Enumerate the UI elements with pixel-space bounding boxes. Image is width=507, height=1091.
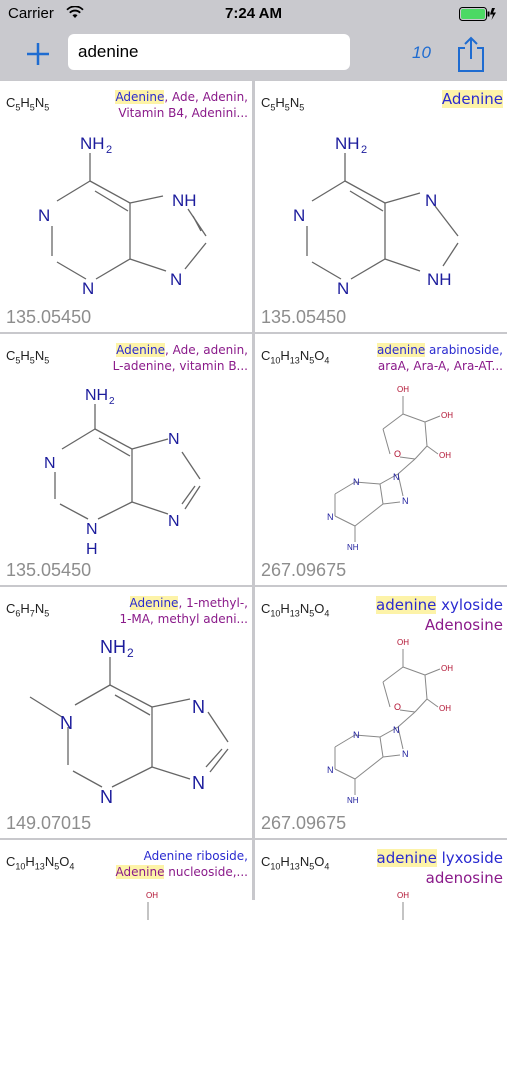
svg-text:N: N [353,730,360,740]
svg-text:N: N [168,513,180,530]
molecular-formula: C10H13N5O4 [6,854,75,872]
status-bar: Carrier 7:24 AM [0,0,507,28]
structure-drawing: OH O OH OH N N N N NH [327,385,453,552]
svg-text:OH: OH [397,638,409,647]
svg-text:2: 2 [361,144,367,156]
structure-drawing: NH 2 N N H N N [44,387,201,558]
svg-text:N: N [402,496,409,506]
svg-text:N: N [327,512,334,522]
exact-mass: 267.09675 [261,813,347,833]
svg-text:2: 2 [127,646,134,660]
exact-mass: 135.05450 [261,307,347,327]
clock: 7:24 AM [225,5,282,22]
svg-text:NH: NH [347,543,359,552]
svg-text:OH: OH [397,385,409,394]
structure-drawing: OH O OH OH N N N N NH [327,638,453,805]
structure-drawing: NH 2 N N N N [29,637,229,807]
results-grid: C5H5N5 Adenine, Ade, Adenin, Vitamin B4,… [0,80,507,1091]
result-cell[interactable]: C10H13N5O4 adenine arabinoside, araA, Ar… [255,334,507,585]
result-cell[interactable]: C5H5N5 Adenine, Ade, adenin, L-adenine, … [0,334,252,585]
svg-text:N: N [192,773,205,793]
add-icon[interactable] [18,34,58,74]
svg-text:NH: NH [172,191,197,210]
result-cell[interactable]: C10H13N5O4 adenine xyloside Adenosine [255,587,507,838]
compound-names: Adenine, 1-methyl-, 1-MA, methyl adeni..… [119,596,248,626]
svg-text:OH: OH [441,411,453,420]
exact-mass: 149.07015 [6,813,92,833]
result-count[interactable]: 10 [412,43,431,62]
result-cell[interactable]: C5H5N5 Adenine NH 2 N N N [255,81,507,332]
svg-text:O: O [394,702,401,712]
svg-text:OH: OH [439,451,451,460]
search-input[interactable] [68,34,350,70]
svg-text:OH: OH [441,664,453,673]
molecular-formula: C10H13N5O4 [261,854,330,872]
svg-text:NH: NH [335,134,360,153]
svg-text:2: 2 [109,396,115,407]
svg-text:OH: OH [439,704,451,713]
svg-text:N: N [170,270,182,289]
svg-text:N: N [192,697,205,717]
result-cell[interactable]: C5H5N5 Adenine, Ade, Adenin, Vitamin B4,… [0,81,252,332]
molecular-formula: C5H5N5 [6,95,50,113]
result-cell[interactable]: C10H13N5O4 Adenine riboside, Adenine nuc… [0,840,252,1091]
svg-text:N: N [425,191,437,210]
svg-text:O: O [394,449,401,459]
share-icon[interactable] [454,34,488,74]
svg-text:NH: NH [347,796,359,805]
svg-text:H: H [86,541,98,558]
exact-mass: 135.05450 [6,560,92,580]
molecular-formula: C5H5N5 [6,348,50,366]
svg-text:N: N [293,206,305,225]
svg-text:N: N [353,477,360,487]
exact-mass: 267.09675 [261,560,347,580]
compound-names: adenine lyxoside adenosine [376,849,503,887]
compound-names: Adenine [441,90,503,108]
svg-text:N: N [44,455,56,472]
svg-text:N: N [38,206,50,225]
structure-drawing: NH 2 N N N NH [293,134,459,298]
toolbar: 10 [0,28,507,80]
svg-text:2: 2 [106,144,112,156]
molecular-formula: C6H7N5 [6,601,50,619]
svg-text:N: N [168,431,180,448]
compound-names: adenine xyloside Adenosine [376,596,503,634]
structure-drawing: OH [146,891,158,920]
svg-text:OH: OH [397,891,409,900]
svg-text:NH: NH [80,134,105,153]
compound-names: Adenine, Ade, Adenin, Vitamin B4, Adenin… [115,90,248,120]
svg-text:N: N [82,279,94,298]
svg-text:NH: NH [427,270,452,289]
wifi-icon [66,6,84,18]
exact-mass: 135.05450 [6,307,92,327]
compound-names: Adenine, Ade, adenin, L-adenine, vitamin… [112,343,248,373]
svg-text:NH: NH [85,387,108,404]
compound-names: Adenine riboside, Adenine nucleoside,... [115,849,248,879]
structure-drawing: NH 2 N N NH N [38,134,207,298]
svg-text:N: N [86,521,98,538]
molecular-formula: C10H13N5O4 [261,601,330,619]
result-cell[interactable]: C10H13N5O4 adenine lyxoside adenosine OH [255,840,507,1091]
svg-text:N: N [402,749,409,759]
molecular-formula: C10H13N5O4 [261,348,330,366]
result-cell[interactable]: C6H7N5 Adenine, 1-methyl-, 1-MA, methyl … [0,587,252,838]
svg-text:N: N [60,713,73,733]
battery-icon [459,7,496,21]
svg-text:N: N [327,765,334,775]
svg-text:NH: NH [100,637,126,657]
structure-drawing: OH [397,891,409,920]
carrier-label: Carrier [8,5,54,22]
svg-text:N: N [393,472,400,482]
svg-text:N: N [337,279,349,298]
svg-text:N: N [393,725,400,735]
svg-text:OH: OH [146,891,158,900]
molecular-formula: C5H5N5 [261,95,305,113]
svg-text:N: N [100,787,113,807]
compound-names: adenine arabinoside, araA, Ara-A, Ara-AT… [376,343,503,373]
